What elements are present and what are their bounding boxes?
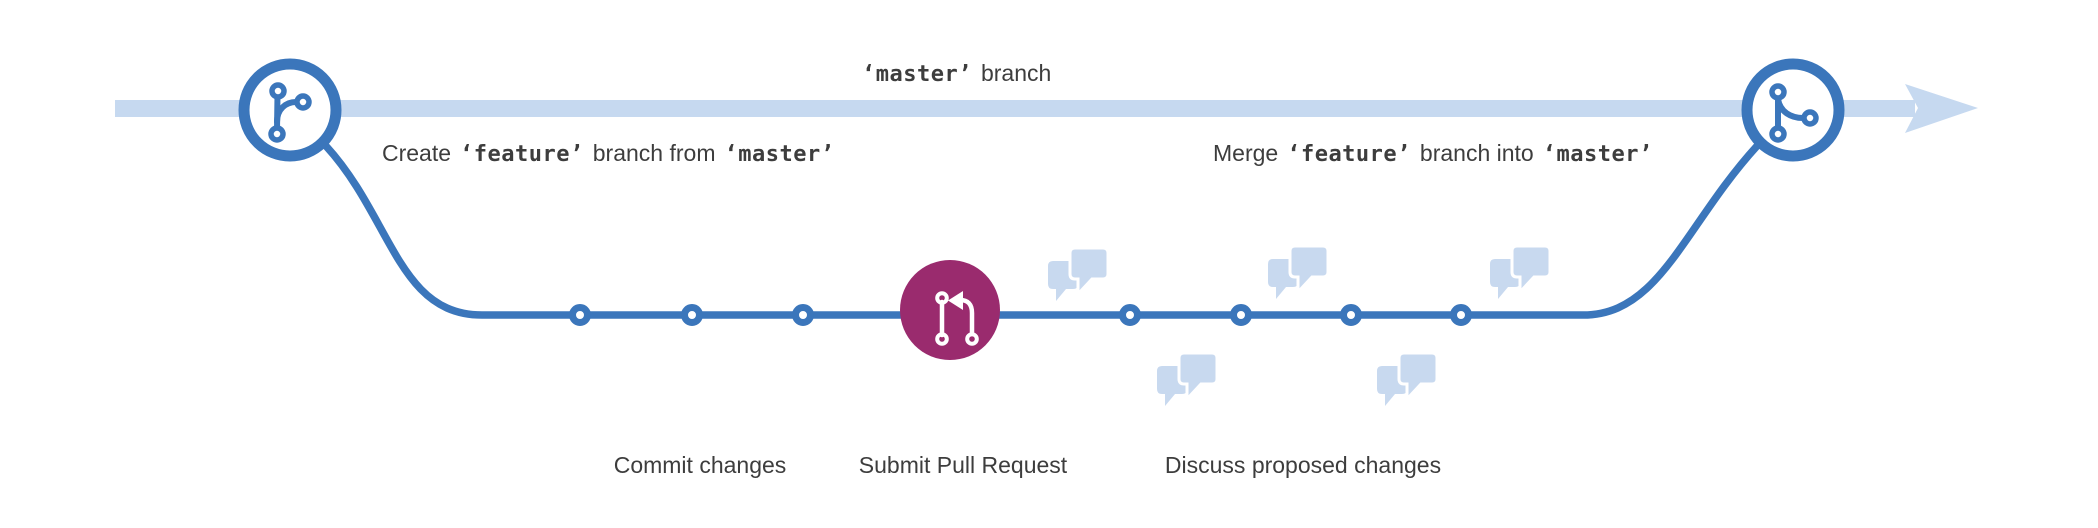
feature-branch-line [322,142,1761,319]
commit-node [1450,304,1472,326]
master-code-text: ‘master’ [724,142,835,167]
create-branch-label: Create ‘feature’ branch from ‘master’ [382,140,834,168]
discussion-bubbles-icon [1375,351,1439,408]
branch-start-node [238,58,342,162]
commit-node [792,304,814,326]
branch-start-circle [238,58,342,162]
commit-node [1340,304,1362,326]
discussion-bubbles-icon [1266,244,1330,301]
pull-request-icon [935,291,979,346]
feature-code-text: ‘feature’ [460,142,584,167]
git-merge-icon [1769,83,1819,143]
pull-request-circle [900,260,1000,360]
discussion-bubbles-icon [1155,351,1219,408]
master-code-text: ‘master’ [862,62,972,87]
commit-node [1230,304,1252,326]
feature-code-text: ‘feature’ [1287,142,1411,167]
master-branch-label: ‘master’ branch [862,60,1051,88]
submit-pull-request-label: Submit Pull Request [858,452,1068,478]
discussion-bubbles-icon [1046,246,1110,303]
merge-branch-label: Merge ‘feature’ branch into ‘master’ [1213,140,1653,168]
discussion-bubbles-icon [1488,244,1552,301]
create-action-text: Create [382,140,452,166]
merge-connector-text: branch into [1419,140,1534,166]
commit-node [1119,304,1141,326]
commit-node [681,304,703,326]
master-code-text: ‘master’ [1542,142,1653,167]
create-connector-text: branch from [592,140,716,166]
master-branch-line [115,100,1915,117]
merge-circle [1741,58,1845,162]
commit-node [569,304,591,326]
master-branch-text: branch [980,60,1052,86]
master-branch-arrowhead-icon [1905,84,1978,133]
merge-action-text: Merge [1213,140,1279,166]
pull-request-node [900,260,1000,360]
merge-node [1741,58,1845,162]
git-branch-icon [268,82,312,143]
discuss-changes-label: Discuss proposed changes [1164,452,1442,478]
commit-changes-label: Commit changes [613,452,787,478]
